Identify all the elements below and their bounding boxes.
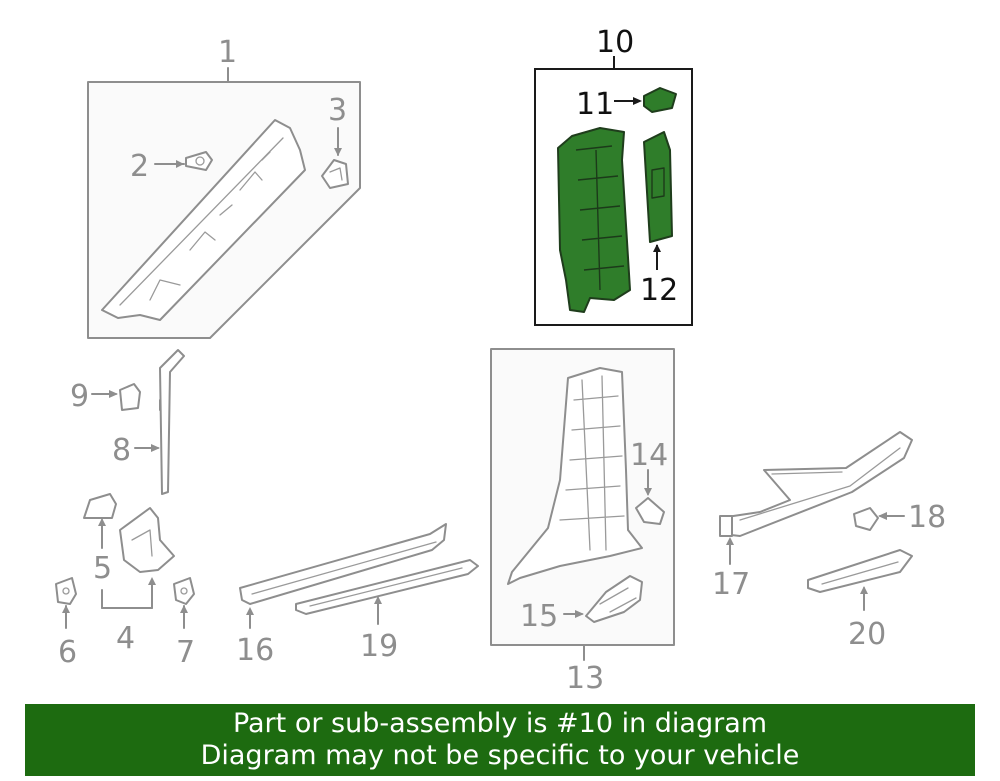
label-3[interactable]: 3 xyxy=(328,93,347,128)
banner-line-2: Diagram may not be specific to your vehi… xyxy=(200,740,800,771)
parts-diagram: 1 2 3 10 11 12 xyxy=(55,25,946,696)
label-1[interactable]: 1 xyxy=(218,35,237,70)
label-20[interactable]: 20 xyxy=(848,617,886,652)
label-17[interactable]: 17 xyxy=(712,567,750,602)
label-9[interactable]: 9 xyxy=(70,379,89,414)
banner-line-1: Part or sub-assembly is #10 in diagram xyxy=(232,708,768,739)
label-14[interactable]: 14 xyxy=(630,438,668,473)
label-10[interactable]: 10 xyxy=(596,25,634,60)
label-5[interactable]: 5 xyxy=(93,551,112,586)
part-10-pillar[interactable] xyxy=(557,127,631,313)
assembly-1-group: 1 2 3 xyxy=(87,35,361,339)
parts-4-7: 5 4 6 7 xyxy=(55,493,195,670)
part-11-clip[interactable] xyxy=(643,87,677,113)
label-13[interactable]: 13 xyxy=(566,661,604,696)
parts-8-9: 8 9 xyxy=(70,349,185,495)
label-2[interactable]: 2 xyxy=(130,149,149,184)
label-7[interactable]: 7 xyxy=(176,635,195,670)
label-19[interactable]: 19 xyxy=(360,629,398,664)
label-18[interactable]: 18 xyxy=(908,500,946,535)
label-12[interactable]: 12 xyxy=(640,273,678,308)
assembly-13-group: 13 14 15 xyxy=(490,348,675,696)
parts-17-18-20: 17 18 20 xyxy=(712,431,946,652)
label-4[interactable]: 4 xyxy=(116,621,135,656)
assembly-10-group: 10 11 12 xyxy=(534,25,693,326)
info-banner: Part or sub-assembly is #10 in diagram D… xyxy=(25,704,975,776)
label-6[interactable]: 6 xyxy=(58,635,77,670)
label-8[interactable]: 8 xyxy=(112,433,131,468)
label-15[interactable]: 15 xyxy=(520,599,558,634)
part-12-trim[interactable] xyxy=(643,131,673,243)
parts-16-19: 16 19 xyxy=(236,523,479,668)
label-16[interactable]: 16 xyxy=(236,633,274,668)
label-11[interactable]: 11 xyxy=(576,87,614,122)
